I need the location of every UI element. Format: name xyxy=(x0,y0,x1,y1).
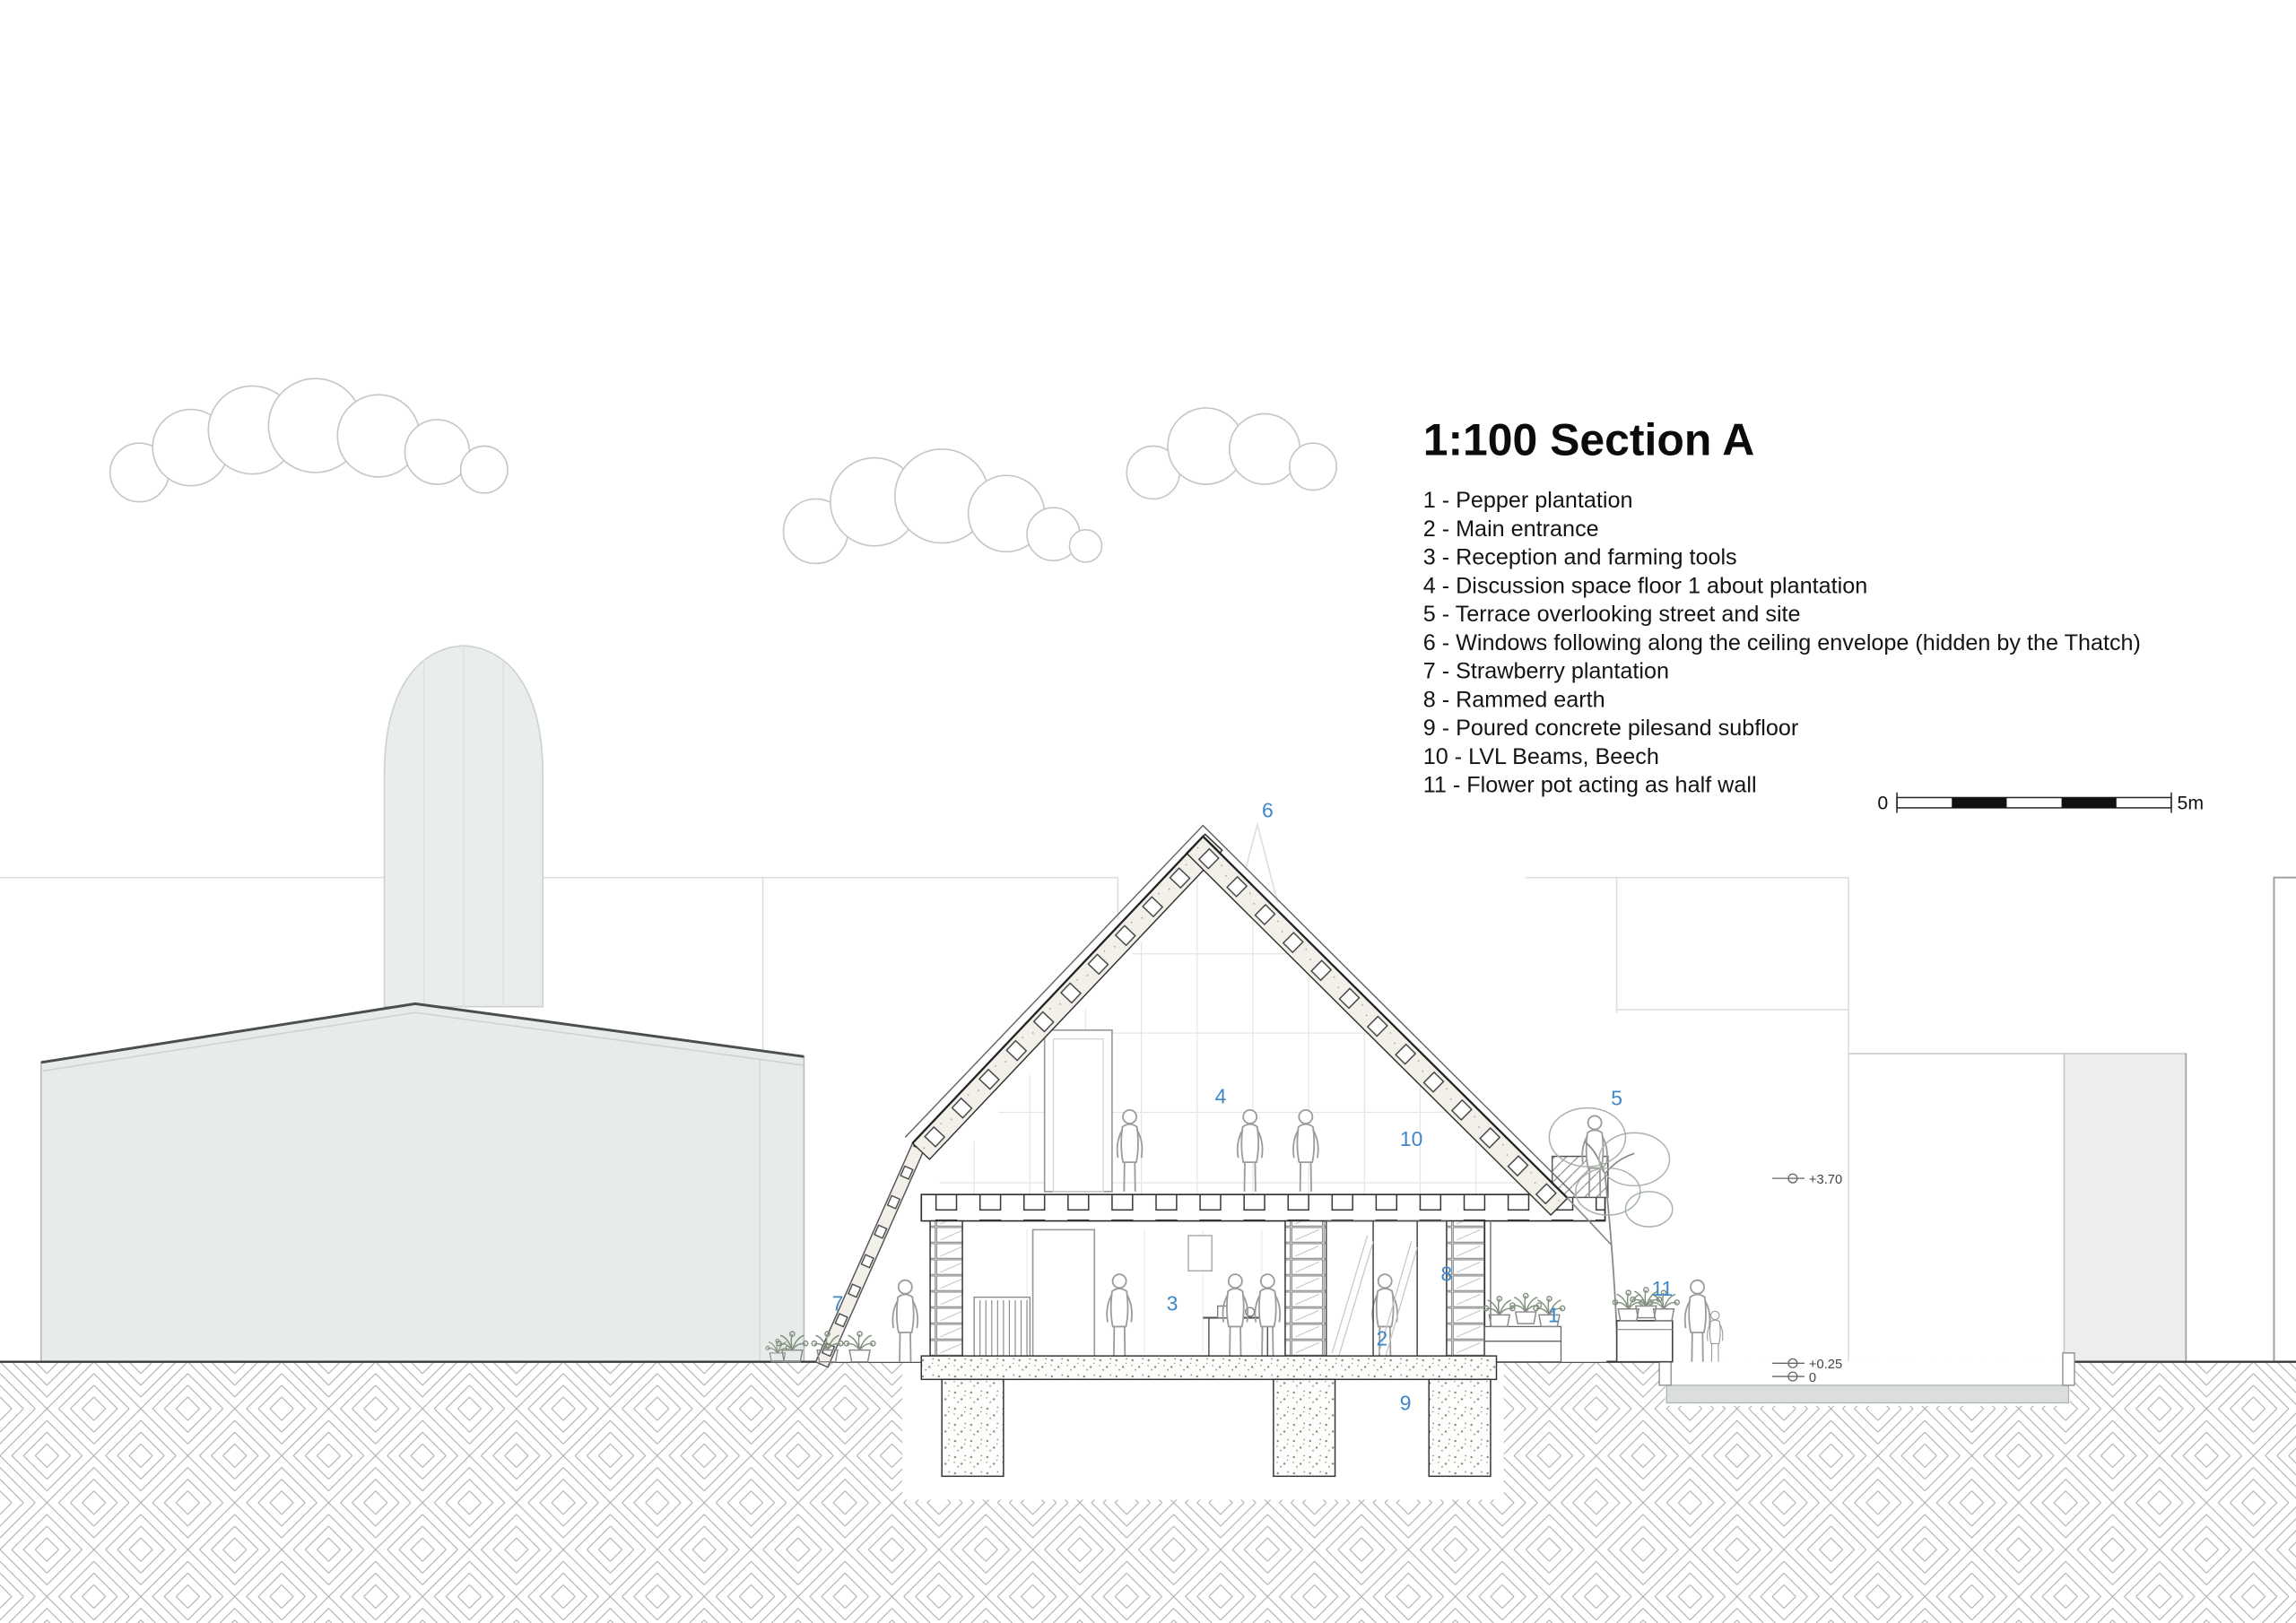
callout-8: 8 xyxy=(1441,1263,1453,1286)
rammed-earth-pier-mid xyxy=(1284,1219,1327,1363)
rammed-earth-pier-right xyxy=(1446,1219,1486,1363)
callout-7: 7 xyxy=(832,1291,844,1315)
callout-1: 1 xyxy=(1548,1304,1560,1327)
legend-item-9: 9 - Poured concrete pilesand subfloor xyxy=(1423,716,1799,741)
legend-item-6: 6 - Windows following along the ceiling … xyxy=(1423,630,2141,655)
scale-start-label: 0 xyxy=(1877,793,1888,814)
legend-item-7: 7 - Strawberry plantation xyxy=(1423,659,1669,684)
concrete-pile-right xyxy=(1428,1378,1492,1478)
floor-slab-lvl-beams xyxy=(920,1193,1606,1222)
cloud-right xyxy=(1126,407,1338,500)
concrete-pile-mid xyxy=(1273,1378,1336,1478)
callout-10: 10 xyxy=(1400,1127,1422,1150)
concrete-pile-left xyxy=(941,1378,1004,1478)
rammed-earth-wall-left xyxy=(929,1219,963,1363)
level-markers: +3.70 +0.25 0 xyxy=(1772,1173,1842,1385)
scale-end-label: 5m xyxy=(2178,793,2205,814)
legend-item-2: 2 - Main entrance xyxy=(1423,516,1599,542)
legend-item-5: 5 - Terrace overlooking street and site xyxy=(1423,602,1801,627)
flower-pot-half-wall xyxy=(1612,1287,1681,1363)
legend-item-1: 1 - Pepper plantation xyxy=(1423,488,1633,513)
level-label-ground: 0 xyxy=(1809,1371,1816,1385)
callout-3: 3 xyxy=(1167,1291,1178,1315)
tower xyxy=(383,645,544,1008)
street-people xyxy=(1683,1279,1724,1363)
legend-item-11: 11 - Flower pot acting as half wall xyxy=(1423,773,1757,798)
page-title: 1:100 Section A xyxy=(1423,414,1755,464)
callout-6: 6 xyxy=(1262,799,1274,822)
roof-outer-line xyxy=(911,835,1568,1199)
level-label-plinth: +0.25 xyxy=(1809,1358,1842,1372)
legend-item-3: 3 - Reception and farming tools xyxy=(1423,545,1737,570)
legend-item-4: 4 - Discussion space floor 1 about plant… xyxy=(1423,573,1868,598)
house-silhouette xyxy=(815,826,1607,1362)
callout-numbers: 6 4 5 10 8 7 3 1 11 2 9 xyxy=(832,799,1674,1415)
house-section xyxy=(765,824,1612,1368)
foundation xyxy=(920,1355,1498,1478)
legend-item-10: 10 - LVL Beams, Beech xyxy=(1423,744,1659,769)
tree xyxy=(1548,1107,1674,1362)
wall-frame xyxy=(1187,1235,1213,1271)
level-marker-roof: +3.70 xyxy=(1772,1173,1842,1187)
level-marker-plinth: +0.25 xyxy=(1772,1358,1842,1372)
road-strip xyxy=(1665,1384,2070,1404)
callout-4: 4 xyxy=(1215,1085,1227,1108)
barn-building xyxy=(39,1002,805,1366)
cloud-middle xyxy=(782,447,1103,565)
clouds xyxy=(109,378,1338,565)
legend: 1 - Pepper plantation 2 - Main entrance … xyxy=(1423,488,2141,797)
scale-bar: 0 5m xyxy=(1877,793,2204,814)
level-label-roof: +3.70 xyxy=(1809,1173,1842,1187)
ground xyxy=(0,1352,2296,1623)
glazed-entrance xyxy=(1325,1219,1448,1363)
roof-cap-line xyxy=(904,824,1575,1195)
callout-9: 9 xyxy=(1400,1392,1412,1415)
callout-11: 11 xyxy=(1651,1277,1673,1300)
gf-door xyxy=(1031,1228,1096,1360)
legend-item-8: 8 - Rammed earth xyxy=(1423,687,1605,712)
pepper-plantation xyxy=(1483,1220,1566,1363)
right-buildings xyxy=(2063,876,2296,1378)
callout-5: 5 xyxy=(1611,1086,1622,1109)
callout-2: 2 xyxy=(1377,1327,1388,1350)
roof-right-extension xyxy=(1566,1196,1612,1245)
level-marker-ground: 0 xyxy=(1772,1371,1816,1385)
ground-slab xyxy=(920,1355,1498,1381)
cloud-left xyxy=(109,378,509,503)
upper-floor-door xyxy=(1043,1029,1113,1193)
